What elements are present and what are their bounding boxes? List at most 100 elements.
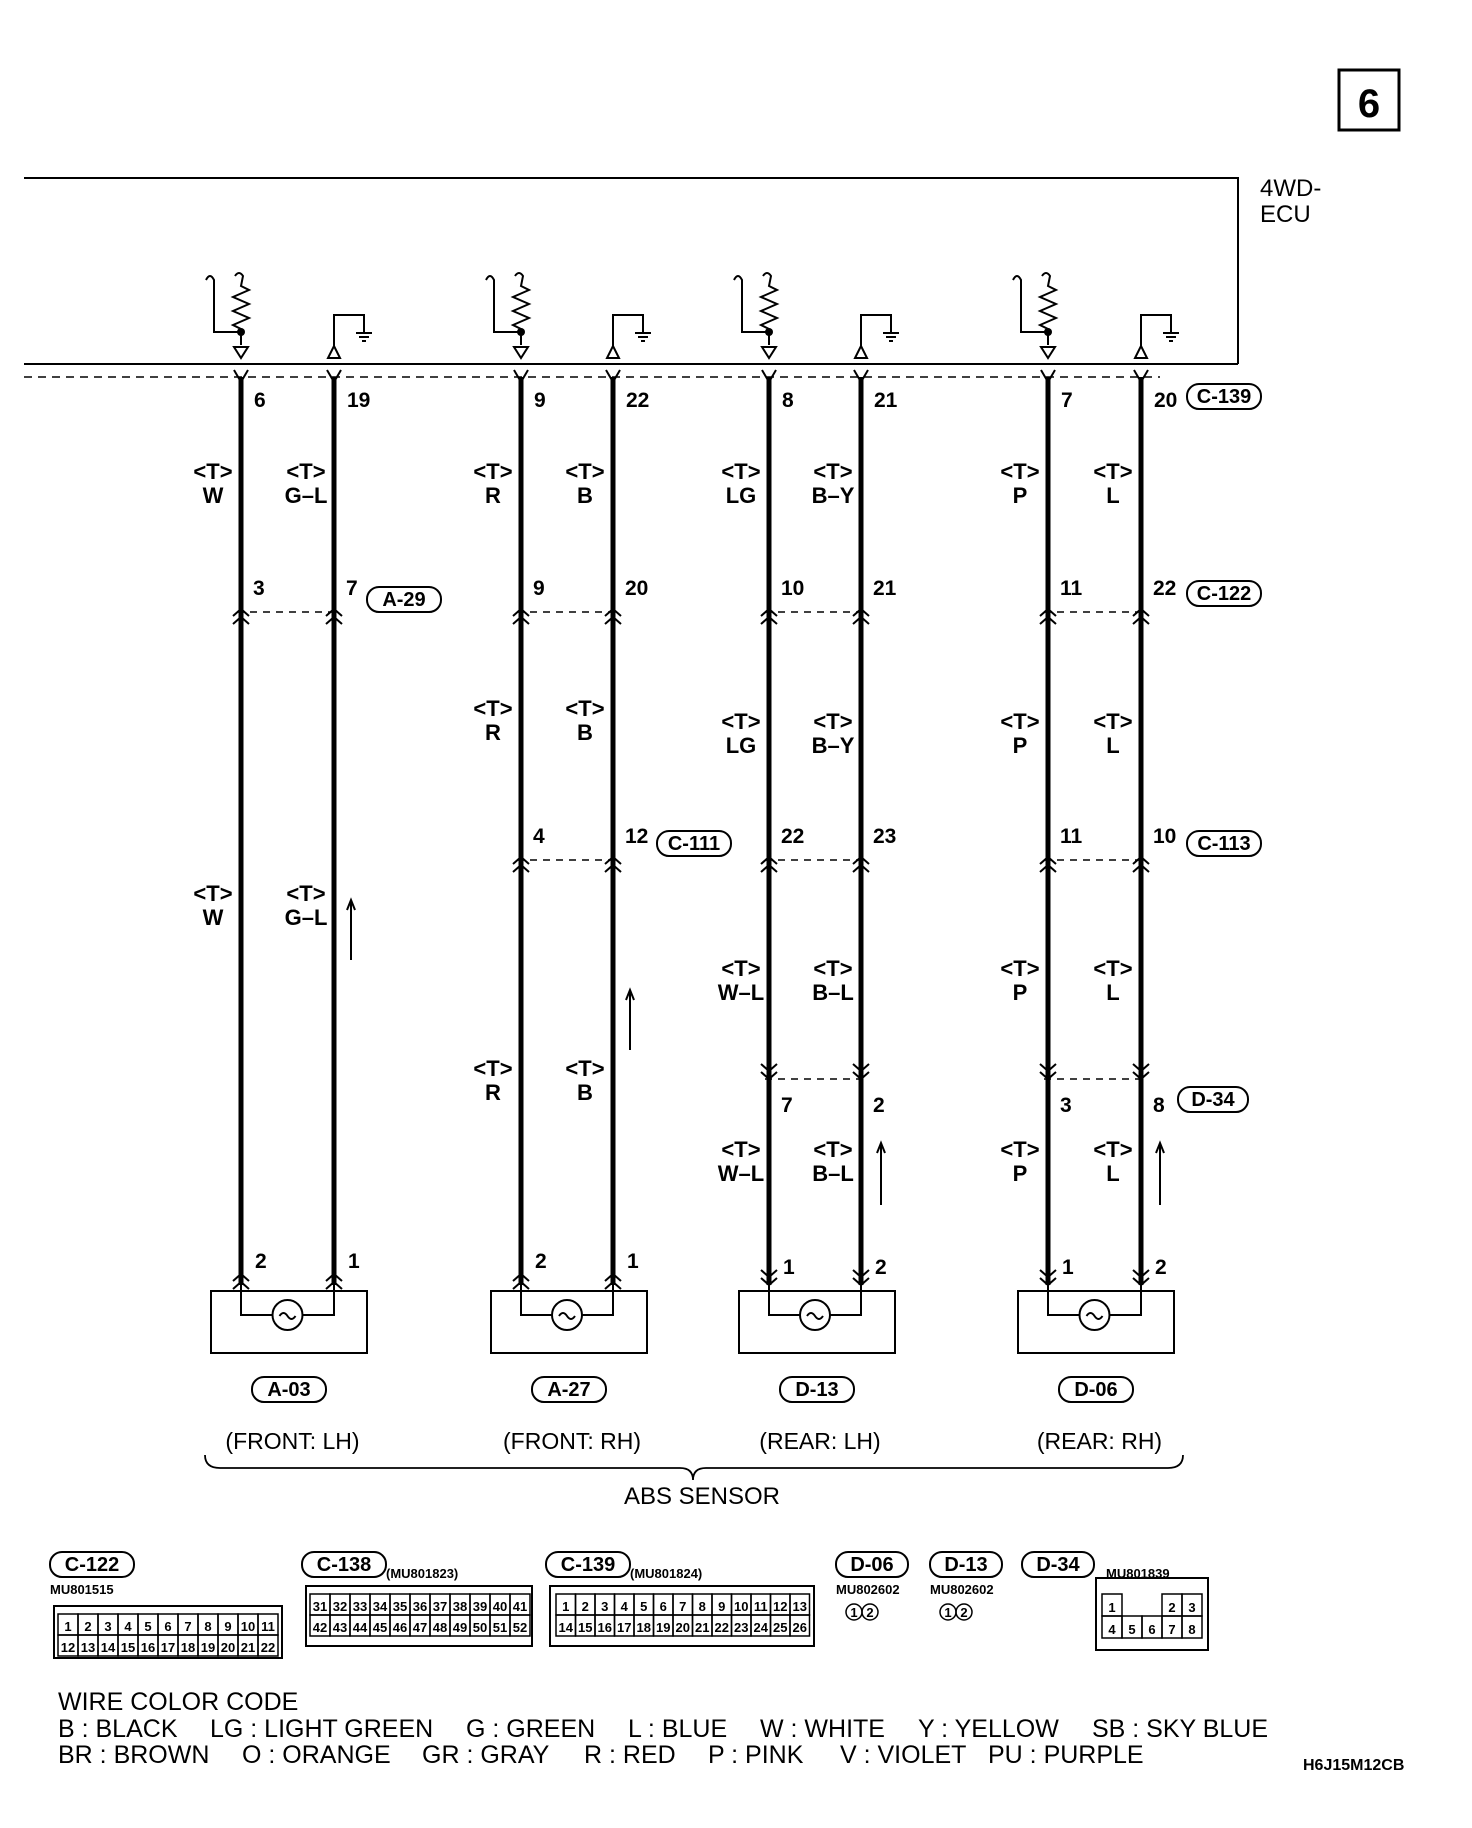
connector-pin-52: 52	[513, 1620, 527, 1635]
wire-color-W–L: W–L	[718, 1161, 764, 1186]
wire-color-code: WIRE COLOR CODE B : BLACK LG : LIGHT GRE…	[58, 1688, 1268, 1769]
abs-sensor-front-rh	[490, 1285, 648, 1354]
wcc-pu: PU : PURPLE	[988, 1741, 1144, 1769]
ecu-label-line2: ECU	[1260, 201, 1311, 228]
ecu-box: 4WD- ECU	[24, 175, 1321, 378]
ecu-input-circuit-3	[733, 272, 899, 360]
sensor-connector-A-27-text: A-27	[547, 1379, 590, 1401]
connector-pin-10: 10	[734, 1599, 748, 1614]
connector-tag-a29: A-29	[366, 586, 442, 613]
connector-view-tag-D-34-text: D-34	[1036, 1554, 1080, 1576]
wire-color-L: L	[1106, 733, 1119, 758]
sensor-position-front-rh: (FRONT: RH)	[503, 1428, 641, 1454]
shield-tag: <T>	[1093, 956, 1132, 981]
shield-tag: <T>	[721, 1137, 760, 1162]
wire-color-B–L: B–L	[812, 980, 854, 1005]
wire-color-LG: LG	[726, 483, 757, 508]
abs-sensor-rear-rh	[1017, 1285, 1175, 1354]
shield-tag: <T>	[1000, 956, 1039, 981]
connector-view-tag-C-122-text: C-122	[65, 1554, 119, 1576]
connector-pin-22: 22	[261, 1640, 275, 1655]
shield-tag: <T>	[565, 459, 604, 484]
wire-color-L: L	[1106, 1161, 1119, 1186]
connector-pin-4: 4	[621, 1599, 629, 1614]
connector-tag-d34: D-34	[1177, 1086, 1249, 1113]
connector-pin-17: 17	[617, 1620, 631, 1635]
junction-pin-11: 11	[1060, 825, 1083, 848]
wcc-p: P : PINK	[708, 1741, 804, 1769]
connector-pin-18: 18	[181, 1640, 195, 1655]
part-number-C-122: MU801515	[50, 1582, 114, 1597]
connector-pin-7: 7	[679, 1599, 686, 1614]
ecu-pin-6: 6	[254, 389, 266, 412]
connector-pin-16: 16	[598, 1620, 612, 1635]
junction-pin-10: 10	[781, 577, 804, 600]
connector-view-tag-D-34: D-34	[1021, 1551, 1095, 1578]
ecu-connector-tag: C-139	[1186, 383, 1262, 410]
ecu-pin-7: 7	[1061, 389, 1073, 412]
sensor-connector-A-03-text: A-03	[267, 1379, 310, 1401]
sensor-position-rear-lh: (REAR: LH)	[759, 1428, 880, 1454]
connector-pin-14: 14	[559, 1620, 574, 1635]
connector-pin-1: 1	[850, 1605, 857, 1620]
wire-color-L: L	[1106, 483, 1119, 508]
wire-color-P: P	[1013, 980, 1028, 1005]
connector-pin-2: 2	[960, 1605, 967, 1620]
connector-pin-17: 17	[161, 1640, 175, 1655]
wcc-b: B : BLACK	[58, 1715, 178, 1743]
connector-view-tag-C-139: C-139	[545, 1551, 631, 1578]
sensor-pin-1: 1	[627, 1250, 639, 1273]
wcc-sb: SB : SKY BLUE	[1092, 1715, 1268, 1743]
wire-color-W–L: W–L	[718, 980, 764, 1005]
shield-tag: <T>	[813, 1137, 852, 1162]
shield-tag: <T>	[1093, 709, 1132, 734]
svg-text:6: 6	[1358, 82, 1380, 126]
ecu-input-circuit-4	[1012, 272, 1179, 360]
junction-pin-10: 10	[1153, 825, 1176, 848]
connector-pin-21: 21	[241, 1640, 255, 1655]
junction-pin-22: 22	[781, 825, 804, 848]
shield-tag: <T>	[473, 1056, 512, 1081]
junction-pin-7: 7	[781, 1094, 793, 1117]
shield-tag: <T>	[286, 881, 325, 906]
shield-tag: <T>	[565, 1056, 604, 1081]
wire-color-R: R	[485, 483, 501, 508]
connector-pin-1: 1	[64, 1619, 71, 1634]
connector-pin-34: 34	[373, 1599, 388, 1614]
part-number-D-06: MU802602	[836, 1582, 900, 1597]
connector-pin-2: 2	[1168, 1600, 1175, 1615]
sensor-group-label: ABS SENSOR	[624, 1483, 780, 1510]
shield-tag: <T>	[813, 709, 852, 734]
connector-pin-35: 35	[393, 1599, 407, 1614]
connector-pin-42: 42	[313, 1620, 327, 1635]
connector-pin-12: 12	[61, 1640, 75, 1655]
wcc-y: Y : YELLOW	[918, 1715, 1059, 1743]
connector-pin-15: 15	[578, 1620, 592, 1635]
connector-pin-13: 13	[793, 1599, 807, 1614]
connector-pin-36: 36	[413, 1599, 427, 1614]
shield-tag: <T>	[193, 881, 232, 906]
wire-color-B–Y: B–Y	[812, 483, 855, 508]
ecu-input-circuit-1	[205, 272, 372, 360]
connector-tag-c111: C-111	[656, 830, 732, 857]
connector-tag-c122: C-122	[1186, 580, 1262, 607]
shield-tag: <T>	[1000, 709, 1039, 734]
connector-pin-3: 3	[1188, 1600, 1195, 1615]
connector-pin-13: 13	[81, 1640, 95, 1655]
connector-pin-19: 19	[656, 1620, 670, 1635]
connector-pin-9: 9	[718, 1599, 725, 1614]
connector-pin-15: 15	[121, 1640, 135, 1655]
connector-pin-10: 10	[241, 1619, 255, 1634]
ecu-pin-8: 8	[782, 389, 794, 412]
connector-view-tag-C-122: C-122	[49, 1551, 135, 1578]
connector-view-tag-D-06-text: D-06	[850, 1554, 893, 1576]
connector-pin-20: 20	[676, 1620, 690, 1635]
shield-tag: <T>	[813, 459, 852, 484]
sensor-connector-A-03: A-03	[251, 1376, 327, 1403]
wire-color-B: B	[577, 720, 593, 745]
connector-pin-22: 22	[715, 1620, 729, 1635]
